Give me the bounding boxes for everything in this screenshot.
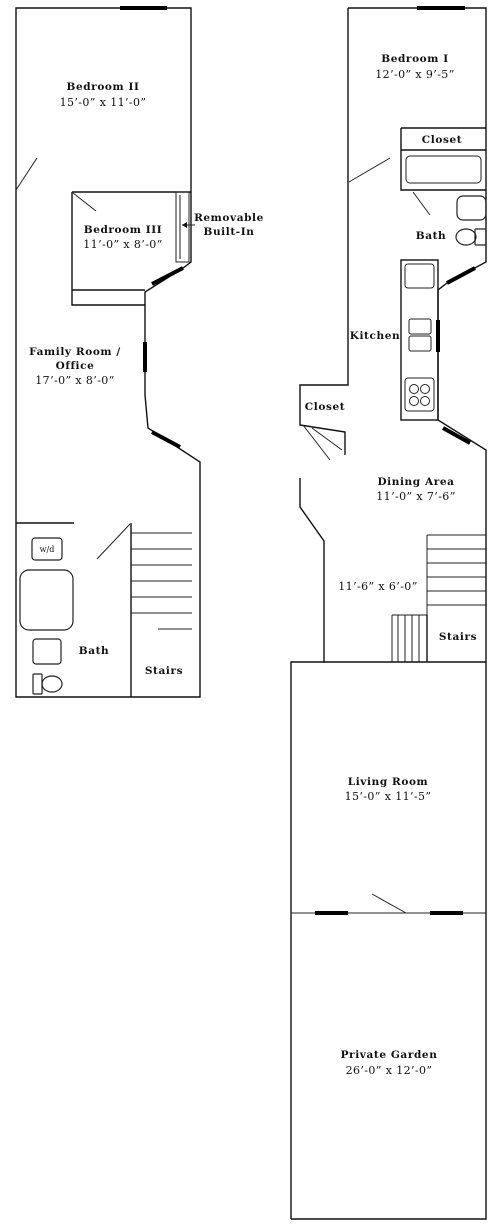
door-leaf [151, 266, 184, 286]
kitchen-counter [400, 259, 439, 421]
bedroom3-label: Bedroom III [84, 224, 163, 236]
upper-bath-label: Bath [79, 645, 110, 657]
dining-label: Dining Area [377, 476, 454, 488]
door-swing [15, 157, 38, 191]
lower-left-wall [299, 8, 349, 455]
toilet-bowl-icon [41, 675, 63, 693]
toilet-tank-icon [474, 228, 487, 246]
garden-dims: 26’-0” x 12’-0” [346, 1064, 433, 1077]
office-label: Office [56, 360, 95, 372]
lower-level-plan [290, 6, 487, 1220]
closet-top-label: Closet [422, 134, 462, 146]
closet-left-label: Closet [305, 401, 345, 413]
burner-icon [420, 384, 430, 394]
bedroom1-dims: 12’-0” x 9’-5” [375, 68, 454, 81]
toilet-bowl-icon [455, 228, 477, 246]
lower-bath-label: Bath [416, 230, 447, 242]
door-leaf [442, 426, 471, 445]
closet-rod [405, 155, 482, 184]
door-swing [348, 157, 391, 183]
sink-icon [456, 195, 487, 221]
built-in-cabinet [175, 191, 190, 263]
landing-dims: 11’-6” x 6’-0” [338, 580, 417, 593]
door-swing [371, 893, 407, 914]
bedroom1-label: Bedroom I [381, 53, 449, 65]
lower-stairs-label: Stairs [439, 631, 477, 643]
burner-icon [409, 384, 419, 394]
door-swing [96, 523, 131, 560]
stove-icon [404, 377, 435, 412]
built-in-label: Built-In [203, 226, 254, 238]
bathtub-icon [19, 569, 74, 631]
living-room-label: Living Room [348, 776, 429, 788]
living-room-dims: 15’-0” x 11’-5” [345, 790, 432, 803]
burner-icon [420, 396, 430, 406]
burner-icon [409, 396, 419, 406]
sink-icon [32, 638, 62, 665]
upper-stairs-treads [131, 532, 192, 630]
door-leaf [151, 430, 181, 449]
wd-label: w/d [40, 545, 55, 554]
garden-label: Private Garden [341, 1049, 438, 1061]
kitchen-sink-icon [404, 263, 435, 289]
appliance-icon [408, 335, 432, 352]
door-swing [412, 191, 431, 216]
upper-outer-wall [15, 7, 201, 698]
bedroom2-dims: 15’-0” x 11’-0” [60, 96, 147, 109]
door-swing [72, 192, 97, 212]
kitchen-label: Kitchen [350, 330, 401, 342]
bedroom3-walls [71, 191, 191, 306]
family-room-dims: 17’-0” x 8’-0” [35, 374, 114, 387]
family-room-label: Family Room / [29, 346, 121, 358]
upper-level-plan [15, 6, 201, 698]
bedroom3-dims: 11’-0” x 8’-0” [83, 238, 162, 251]
appliance-icon [408, 318, 432, 335]
removable-label: Removable [194, 212, 264, 224]
closet-walls [400, 127, 486, 191]
door-leaf [446, 266, 476, 285]
arrow-head-icon [182, 222, 187, 228]
lower-stairs-treads [324, 534, 486, 663]
lower-left-wall-2 [290, 478, 325, 1219]
washer-dryer-icon [31, 537, 63, 561]
upper-stairs-label: Stairs [145, 665, 183, 677]
dining-dims: 11’-0” x 7’-6” [376, 490, 455, 503]
bedroom2-label: Bedroom II [66, 81, 139, 93]
toilet-tank-icon [32, 673, 43, 695]
door-swing [302, 424, 343, 461]
